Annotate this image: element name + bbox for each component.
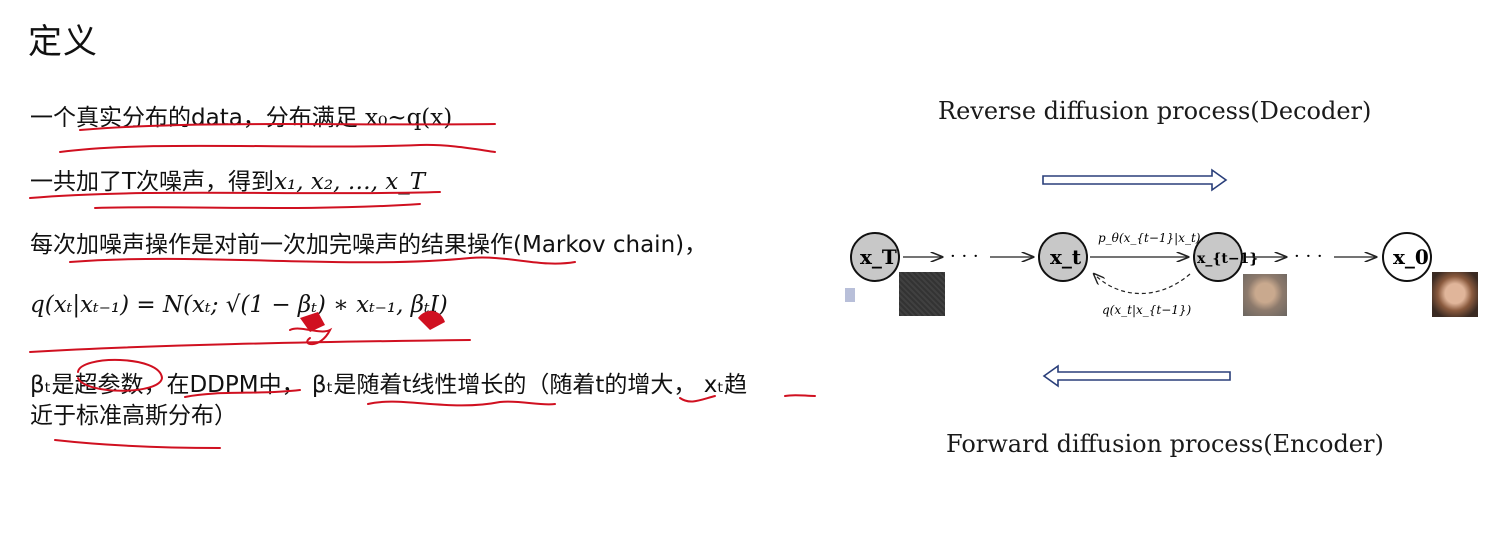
line-noise-count: 一共加了T次噪声，得到x₁, x₂, …, x_T (30, 162, 425, 196)
ink-scribble-1 (289, 327, 333, 346)
line-data-distribution-math: x₀~q(x) (365, 105, 453, 131)
line-noise-count-text: 一共加了T次噪声，得到 (30, 169, 275, 195)
dots-left: · · · (950, 246, 979, 267)
node-xt (1038, 232, 1088, 282)
ink-underline-xt (784, 394, 816, 397)
ink-underline-6 (54, 439, 221, 449)
edge-label-p: p_θ(x_{t−1}|x_t) (1098, 231, 1201, 245)
reverse-arrow (1042, 168, 1228, 192)
line-markov-chain: 每次加噪声操作是对前一次加完噪声的结果操作(Markov chain)， (30, 232, 708, 258)
label-xt: x_t (1050, 245, 1082, 269)
ink-wave-5 (367, 400, 556, 407)
node-x0 (1382, 232, 1432, 282)
slide-marker (845, 288, 855, 302)
line-data-distribution: 一个真实分布的data，分布满足 x₀~q(x) (30, 98, 452, 132)
caption-reverse-process: Reverse diffusion process(Decoder) (938, 97, 1372, 125)
diffusion-diagram: x_T x_t x_{t−1} x_0 · · · · · · p_θ(x_{t… (850, 168, 1432, 388)
line-data-distribution-text: 一个真实分布的data，分布满足 (30, 105, 366, 131)
noise-image (899, 272, 945, 316)
noisy-face-image (1243, 274, 1287, 316)
edge-label-q: q(x_t|x_{t−1}) (1102, 303, 1192, 317)
line-noise-count-math: x₁, x₂, …, x_T (274, 169, 426, 195)
dashed-q-arrow (1094, 274, 1191, 294)
clean-face-image (1432, 272, 1478, 317)
line-formula: q(xₜ|xₜ₋₁) = N(xₜ; √(1 − βₜ) ∗ xₜ₋₁, βₜI… (30, 292, 448, 318)
line-beta-hyperparam: βₜ是超参数，在DDPM中， βₜ是随着t线性增长的（随着t的增大， xₜ趋 (30, 372, 748, 398)
ink-wave-1 (59, 143, 496, 153)
caption-forward-process: Forward diffusion process(Encoder) (946, 430, 1384, 458)
line-gaussian: 近于标准高斯分布） (30, 403, 237, 429)
label-x0: x_0 (1393, 245, 1429, 269)
slide-title: 定义 (28, 22, 98, 62)
node-xt1 (1193, 232, 1243, 282)
forward-arrow (1042, 364, 1231, 388)
ink-wave-2 (94, 203, 421, 209)
ink-underline-4 (29, 339, 471, 353)
dots-right: · · · (1294, 246, 1323, 267)
label-xt1: x_{t−1} (1197, 251, 1258, 267)
label-xT: x_T (860, 245, 897, 269)
node-xT (850, 232, 900, 282)
